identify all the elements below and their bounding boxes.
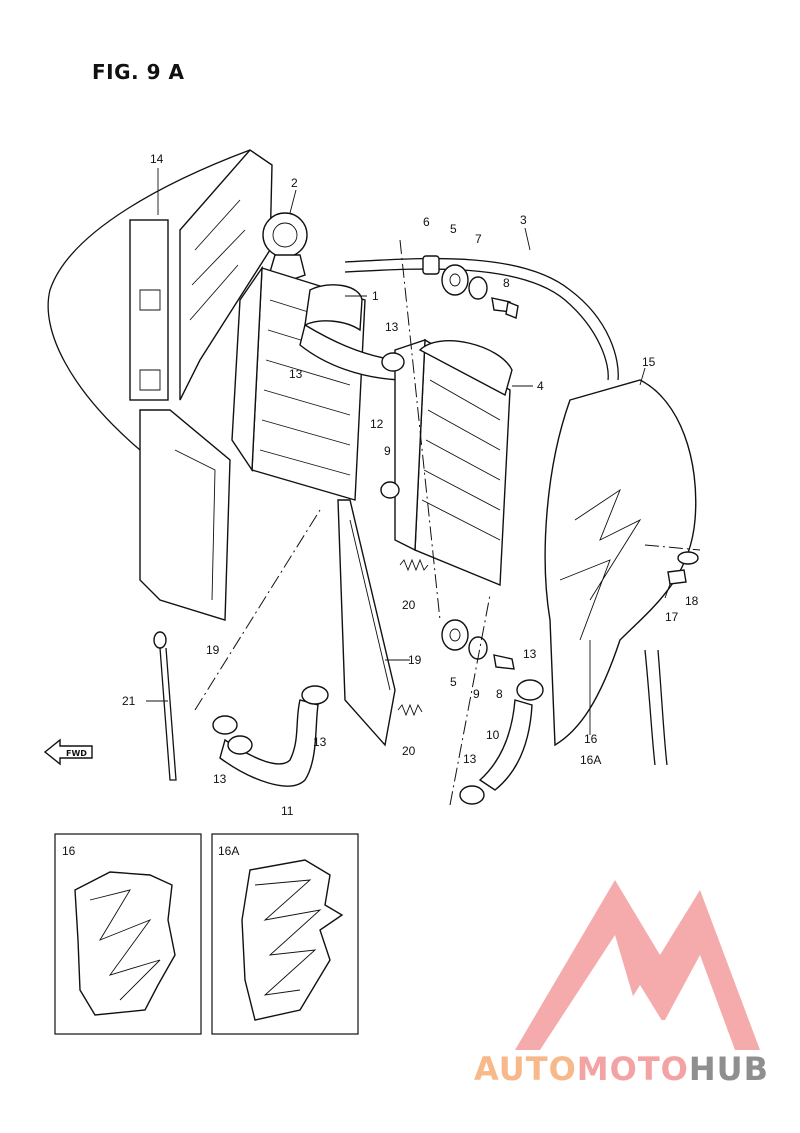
callout-11: 11	[281, 804, 294, 818]
callout-20-lower: 20	[402, 744, 416, 758]
callout-3: 3	[520, 213, 527, 227]
callout-8-upper: 8	[503, 276, 510, 290]
callout-15: 15	[642, 355, 656, 369]
callout-13-right: 13	[523, 647, 537, 661]
part-21-cable-tie	[153, 631, 177, 781]
callout-5-upper: 5	[450, 222, 457, 236]
part-3-overflow-tube	[344, 257, 668, 766]
callout-20-upper: 20	[402, 598, 416, 612]
part-4-right-radiator	[394, 338, 513, 587]
callout-12: 12	[370, 417, 384, 431]
callout-6: 6	[423, 215, 430, 229]
shroud-bolt	[664, 551, 699, 599]
reference-lines	[194, 239, 701, 806]
callout-4: 4	[537, 379, 544, 393]
part-20-springs	[397, 558, 429, 717]
callout-9-lower: 9	[473, 687, 480, 701]
callout-10: 10	[486, 728, 500, 742]
callout-14: 14	[150, 152, 164, 166]
callout-13-lower-left: 13	[213, 772, 227, 786]
figure-title: FIG. 9 A	[92, 60, 185, 84]
inset-16: 16	[54, 833, 202, 1035]
callout-2: 2	[291, 176, 298, 190]
callout-19-right: 19	[408, 653, 422, 667]
part-14-shroud	[47, 149, 273, 451]
callout-5-lower: 5	[450, 675, 457, 689]
watermark-logo	[515, 880, 760, 1050]
watermark-brand: AUTOMOTOHUB	[474, 1050, 769, 1088]
part-1-left-radiator	[231, 265, 366, 501]
callout-9-upper: 9	[384, 444, 391, 458]
inset-16a-label: 16A	[218, 844, 239, 858]
callout-18: 18	[685, 594, 699, 608]
fwd-arrow-icon: FWD	[43, 738, 93, 766]
callout-8-lower: 8	[496, 687, 503, 701]
callout-13-lower-right: 13	[463, 752, 477, 766]
inset-16a: 16A	[211, 833, 359, 1035]
callout-7: 7	[475, 232, 482, 246]
brand-moto: MOTO	[576, 1050, 689, 1088]
lower-hoses	[212, 352, 544, 805]
lower-fasteners	[380, 481, 515, 670]
callout-13-upper: 13	[385, 320, 399, 334]
callout-16a: 16A	[580, 753, 601, 767]
callout-13-left: 13	[289, 367, 303, 381]
callout-16: 16	[584, 732, 598, 746]
upper-fasteners	[422, 255, 519, 319]
part-19-guards	[139, 409, 396, 747]
fwd-label: FWD	[66, 749, 87, 758]
leader-lines	[146, 168, 646, 735]
callout-19-left: 19	[206, 643, 220, 657]
callout-17: 17	[665, 610, 679, 624]
brand-auto: AUTO	[474, 1050, 577, 1088]
brand-hub: HUB	[688, 1050, 770, 1088]
callout-labels: 14 2 6 5 7 3 8 1 13 13 12 15 4 9 20 17 1…	[122, 152, 699, 818]
callout-1: 1	[372, 289, 379, 303]
part-15-right-shroud	[544, 379, 697, 747]
callout-13-lower-mid: 13	[313, 735, 327, 749]
inset-16-label: 16	[62, 844, 76, 858]
callout-21: 21	[122, 694, 136, 708]
